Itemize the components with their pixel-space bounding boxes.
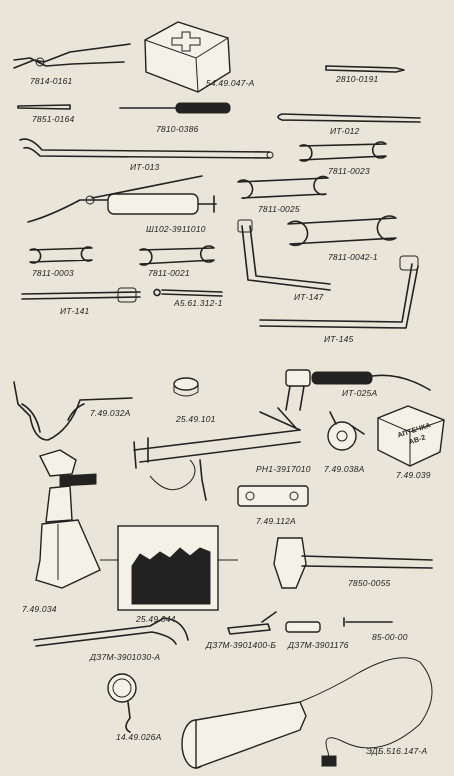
long-lever-icon xyxy=(19,138,274,159)
label-spanner-0003: 7811-0003 xyxy=(32,268,74,278)
plug-icon xyxy=(173,377,199,397)
tire-pump-icon xyxy=(133,407,301,501)
label-spanner-0023: 7811-0023 xyxy=(328,166,370,176)
label-chisel: 2810-0191 xyxy=(336,74,379,84)
label-spanner-0025: 7811-0025 xyxy=(258,204,300,214)
label-grease-gun: Ш102-3911010 xyxy=(146,224,206,234)
label-feeler: 85-00-00 xyxy=(372,632,408,642)
label-jack-handle: 7.49.032А xyxy=(90,408,131,418)
label-bulb-tool: ДЗ7М-3901176 xyxy=(288,640,349,650)
label-hammer: 7850-0055 xyxy=(348,578,391,588)
label-small-tool: А5.61.312-1 xyxy=(174,298,223,308)
punch-icon xyxy=(17,104,71,110)
label-first-aid-kit: 54.49.047-A xyxy=(206,78,255,88)
label-l-wrench: ИТ-147 xyxy=(294,292,324,302)
label-long-lever: ИТ-013 xyxy=(130,162,160,172)
pouch-icon xyxy=(100,525,238,611)
label-pouch: 25.49.044 xyxy=(136,614,176,624)
label-screwdriver: 7810-0386 xyxy=(156,124,199,134)
label-tire-pump: РН1-3917010 xyxy=(256,464,311,474)
pressure-gauge-icon xyxy=(107,673,137,733)
jack-icon xyxy=(35,449,101,589)
clamp-icon xyxy=(327,411,365,451)
label-horn-lamp: ЭДБ.516.147-А xyxy=(366,746,428,756)
chisel-icon xyxy=(325,65,405,73)
label-pressure-gauge: 14.49.026А xyxy=(116,732,162,742)
label-socket-tool: 7.49.112А xyxy=(256,516,296,526)
pry-bar-icon xyxy=(277,113,421,123)
lamp-icon xyxy=(285,369,431,411)
grease-gun-icon xyxy=(27,175,217,223)
label-spanner-0042: 7811-0042-1 xyxy=(328,252,378,262)
small-tool-icon xyxy=(153,288,223,297)
label-box-handle: ИТ-141 xyxy=(60,306,90,316)
label-punch: 7851-0164 xyxy=(32,114,75,124)
jack-handle-icon xyxy=(13,381,133,441)
label-pry-bar: ИТ-012 xyxy=(330,126,360,136)
spanner-0042-icon xyxy=(287,215,397,247)
label-spanner-0021: 7811-0021 xyxy=(148,268,190,278)
spanner-0003-icon xyxy=(29,246,93,264)
label-pliers: 7814-0161 xyxy=(30,76,73,86)
label-clamp: 7.49.038А xyxy=(324,464,365,474)
label-jack: 7.49.034 xyxy=(22,604,57,614)
pliers-icon xyxy=(13,43,131,69)
pharmacy-box-icon xyxy=(377,405,445,467)
horn-lamp-icon xyxy=(181,657,433,770)
feeler-icon xyxy=(343,617,393,627)
hammer-icon xyxy=(273,537,433,589)
box-handle-icon xyxy=(21,287,141,303)
spanner-0023-icon xyxy=(299,141,387,162)
first-aid-kit-icon xyxy=(144,21,231,93)
label-crank-wrench: ДЗ7М-3901030-А xyxy=(90,652,161,662)
bulb-tool-icon xyxy=(285,621,321,633)
label-lamp: ИТ-025А xyxy=(342,388,378,398)
pocket-knife-icon xyxy=(227,611,277,635)
label-pharmacy-box: 7.49.039 xyxy=(396,470,431,480)
crank-wrench-icon xyxy=(33,617,189,647)
socket-tool-icon xyxy=(237,485,309,507)
spanner-0025-icon xyxy=(237,175,329,199)
screwdriver-icon xyxy=(119,102,231,114)
label-pocket-knife: ДЗ7М-3901400-Б xyxy=(206,640,277,650)
label-plug: 25.49.101 xyxy=(176,414,216,424)
tube-wrench-icon xyxy=(259,255,419,329)
spanner-0021-icon xyxy=(139,245,215,266)
label-tube-wrench: ИТ-145 xyxy=(324,334,354,344)
l-wrench-icon xyxy=(237,219,331,291)
